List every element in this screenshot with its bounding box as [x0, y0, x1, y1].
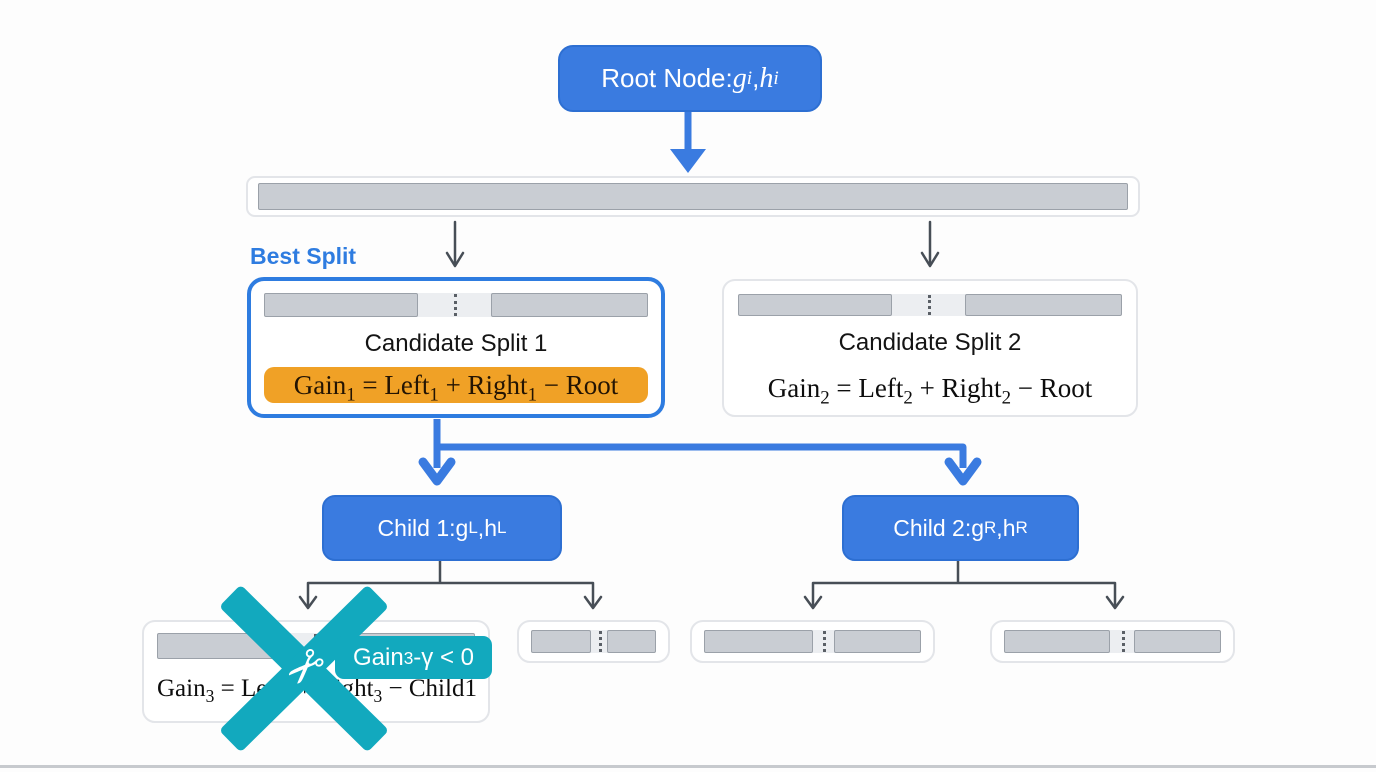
split-point-dotted-line	[928, 295, 932, 315]
child2-fork	[803, 555, 1125, 610]
split-point-dotted-line	[1122, 631, 1126, 652]
root-data-strip	[246, 176, 1140, 217]
split-point-dotted-line	[823, 631, 827, 652]
leaf-split-panel	[517, 620, 670, 663]
root-h-var: h	[759, 62, 774, 94]
candidate-split-1-title: Candidate Split 1	[364, 330, 548, 357]
child1-fork	[298, 555, 603, 610]
split-point-dotted-line	[599, 631, 603, 652]
child2-h-var: h	[1002, 514, 1016, 541]
split-bar	[738, 294, 1122, 316]
candidate-split-2-title: Candidate Split 2	[838, 329, 1022, 356]
leaf-split-panel	[690, 620, 935, 663]
best-split-fork	[433, 419, 967, 468]
cropped-bottom-strip	[0, 765, 1376, 768]
split-point-dotted-line	[454, 294, 458, 316]
root-arrow	[670, 110, 706, 173]
candidate-arrows	[445, 220, 940, 268]
data-bar-full	[258, 183, 1128, 210]
split-bar	[264, 293, 648, 317]
child1-g-var: g	[455, 514, 469, 541]
child2-g-var: g	[971, 514, 984, 541]
best-split-fork-arrowheads	[418, 457, 982, 486]
best-split-label: Best Split	[250, 243, 357, 269]
gain2-formula: Gain2 = Left2 + Right2 − Root	[767, 373, 1093, 409]
split-bar	[531, 630, 656, 653]
split-bar	[1004, 630, 1221, 653]
candidate-split-1-panel: Candidate Split 1 Gain1 = Left1 + Right1…	[247, 277, 665, 418]
gain1-highlight-pill: Gain1 = Left1 + Right1 − Root	[264, 367, 648, 405]
candidate-split-2-panel: Candidate Split 2 Gain2 = Left2 + Right2…	[722, 279, 1138, 417]
root-g-var: g	[732, 62, 747, 94]
gain1-formula: Gain1 = Left1 + Right1 − Root	[293, 369, 619, 405]
leaf-split-panel	[990, 620, 1235, 663]
child1-h-var: h	[484, 514, 497, 541]
split-bar	[704, 630, 921, 653]
root-node-label: Root Node:	[601, 63, 733, 93]
